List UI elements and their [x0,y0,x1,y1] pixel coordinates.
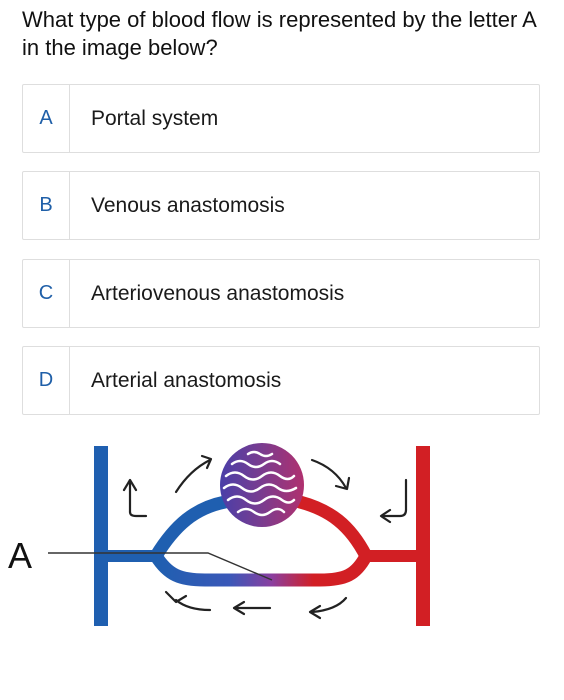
question-text: What type of blood flow is represented b… [22,7,536,60]
anastomosis-diagram: A [8,443,430,626]
answer-option-c[interactable]: C Arteriovenous anastomosis [22,259,540,328]
option-letter: A [23,85,70,152]
option-letter: D [23,347,70,414]
pointer-line [48,552,273,581]
answer-option-a[interactable]: A Portal system [22,84,540,153]
option-label: Portal system [91,106,219,130]
option-label: Arteriovenous anastomosis [91,281,345,305]
av-shunt [149,549,373,587]
vein-to-capillary [149,495,232,563]
answer-option-d[interactable]: D Arterial anastomosis [22,346,540,415]
pointer-label-a: A [8,535,32,576]
artery-to-capillary [293,495,373,563]
artery-vertical [416,446,430,626]
option-label: Arterial anastomosis [91,368,282,392]
option-label: Venous anastomosis [91,193,285,217]
option-letter: C [23,260,70,327]
artery-branch [362,550,422,562]
flow-arrows [122,454,408,620]
option-letter: B [23,172,70,239]
capillary-network [222,450,298,517]
vein-vertical [94,446,108,626]
answer-option-b[interactable]: B Venous anastomosis [22,171,540,240]
capillary-bed [220,443,304,527]
